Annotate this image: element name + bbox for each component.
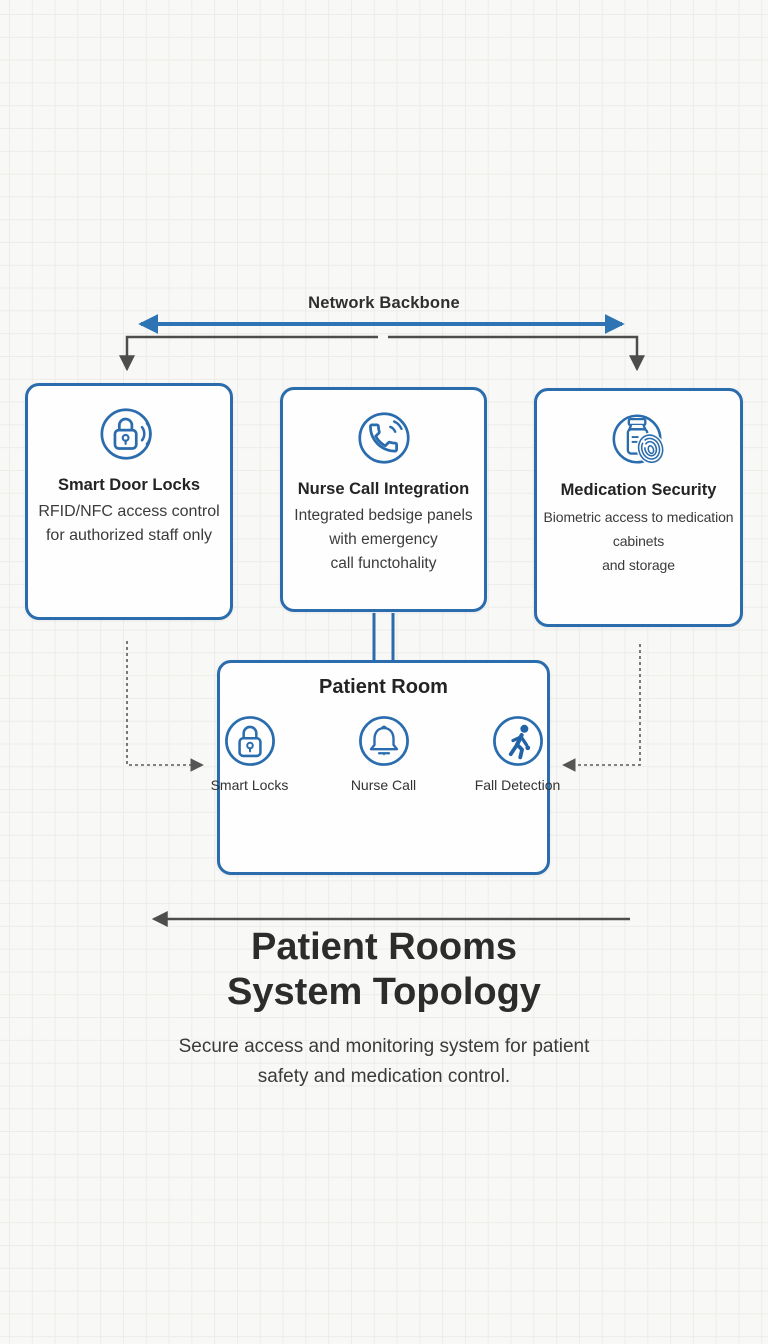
node-medication-security: Medication Security Biometric access to … — [534, 388, 743, 627]
footer-subtitle-line2: safety and medication control. — [257, 1066, 511, 1087]
patient-room-title: Patient Room — [319, 676, 448, 698]
padlock-icon — [224, 716, 275, 766]
node-description-line: for authorized staff only — [45, 527, 213, 544]
medicine-bottle-fingerprint-icon — [612, 414, 665, 465]
connector-to-medication-security — [388, 335, 646, 372]
node-description-line: and storage — [602, 557, 675, 573]
bell-icon — [358, 716, 409, 766]
footer: Patient Rooms System Topology Secure acc… — [0, 925, 768, 1092]
device-label: Fall Detection — [474, 777, 561, 793]
device-fall-detection: Fall Detection — [471, 712, 565, 793]
footer-title-line2: System Topology — [227, 971, 541, 1013]
node-description-line: Integrated bedsige panels — [294, 507, 473, 524]
footer-subtitle-line1: Secure access and monitoring system for … — [178, 1036, 590, 1057]
device-label: Smart Locks — [210, 777, 289, 793]
fall-detection-icon — [492, 716, 543, 766]
backbone-label: Network Backbone — [308, 294, 460, 312]
device-label: Nurse Call — [350, 777, 417, 793]
connector-to-smart-door-locks — [118, 335, 378, 372]
node-description: Integrated bedsige panels with emergency… — [294, 504, 472, 576]
node-title: Smart Door Locks — [57, 476, 201, 494]
node-title: Medication Security — [560, 481, 717, 499]
device-nurse-call: Nurse Call — [337, 712, 431, 793]
dashed-connector-left — [126, 641, 204, 772]
node-description-line: call functohality — [330, 555, 437, 572]
node-description-line: cabinets — [612, 533, 665, 549]
dashed-connector-right — [562, 644, 641, 772]
node-description: Biometric access to medication cabinets … — [544, 505, 734, 577]
node-description: RFID/NFC access control for authorized s… — [38, 500, 219, 548]
device-smart-locks: Smart Locks — [203, 712, 297, 793]
node-nurse-call-integration: Nurse Call Integration Integrated bedsig… — [280, 387, 487, 612]
node-description-line: Biometric access to medication — [543, 509, 734, 525]
node-patient-room: Patient Room Smart Locks — [211, 660, 560, 875]
smart-lock-wireless-icon — [100, 408, 152, 460]
phone-signal-icon — [357, 412, 410, 464]
node-title: Nurse Call Integration — [297, 480, 470, 498]
node-description-line: with emergency — [329, 531, 438, 548]
footer-subtitle: Secure access and monitoring system for … — [0, 1032, 768, 1092]
patient-room-devices: Smart Locks Nurse Call — [203, 712, 565, 793]
footer-title-line1: Patient Rooms — [250, 926, 518, 968]
node-smart-door-locks: Smart Door Locks RFID/NFC access control… — [25, 383, 233, 620]
node-description-line: RFID/NFC access control — [38, 503, 220, 520]
